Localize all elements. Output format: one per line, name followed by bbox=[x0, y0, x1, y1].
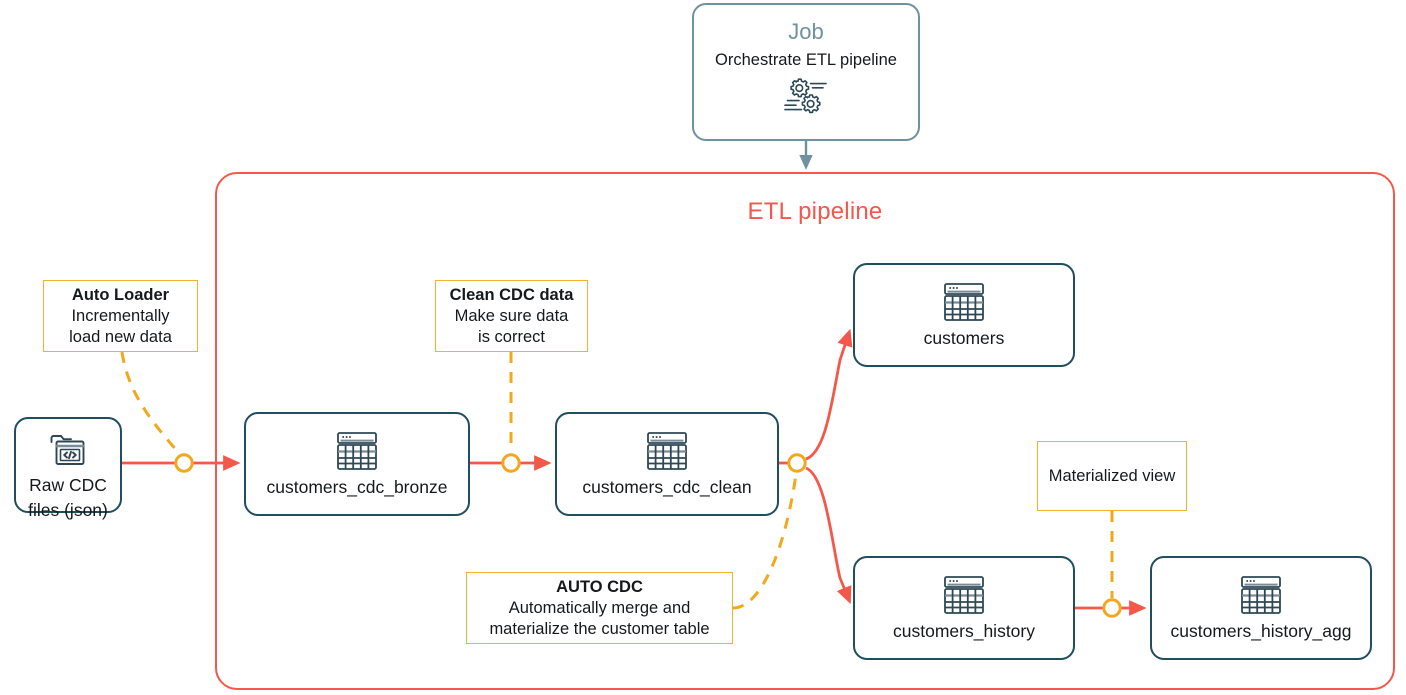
note-auto-loader-line2: load new data bbox=[69, 327, 172, 346]
folder-code-icon bbox=[47, 433, 89, 469]
note-clean-cdc-line1: Make sure data bbox=[454, 306, 569, 325]
note-auto-cdc: AUTO CDC Automatically merge and materia… bbox=[466, 572, 733, 644]
node-raw-cdc-files-label-2: files (json) bbox=[28, 500, 108, 520]
note-auto-loader-heading: Auto Loader bbox=[71, 285, 170, 304]
gears-icon bbox=[783, 76, 829, 114]
table-icon bbox=[942, 574, 986, 616]
note-clean-cdc-heading: Clean CDC data bbox=[449, 285, 574, 304]
note-auto-loader: Auto Loader Incrementally load new data bbox=[43, 280, 198, 352]
node-customers-cdc-bronze[interactable]: customers_cdc_bronze bbox=[244, 412, 470, 516]
node-customers-history-label: customers_history bbox=[893, 621, 1035, 641]
node-customers-history-agg-label: customers_history_agg bbox=[1170, 621, 1352, 641]
node-customers-cdc-bronze-label: customers_cdc_bronze bbox=[266, 477, 448, 497]
note-materialized-view: Materialized view bbox=[1037, 441, 1187, 511]
node-customers-history-agg[interactable]: customers_history_agg bbox=[1150, 556, 1372, 660]
note-auto-cdc-heading: AUTO CDC bbox=[556, 577, 643, 596]
note-clean-cdc-line2: is correct bbox=[478, 327, 545, 346]
node-customers-cdc-clean-label: customers_cdc_clean bbox=[582, 477, 752, 497]
table-icon bbox=[645, 430, 689, 472]
node-raw-cdc-files-label-1: Raw CDC bbox=[29, 475, 107, 495]
node-raw-cdc-files[interactable]: Raw CDC files (json) bbox=[14, 417, 122, 520]
note-auto-cdc-line1: Automatically merge and bbox=[508, 598, 691, 617]
job-subtitle: Orchestrate ETL pipeline bbox=[715, 51, 897, 69]
note-clean-cdc-data: Clean CDC data Make sure data is correct bbox=[435, 280, 588, 352]
node-customers-label: customers bbox=[923, 328, 1005, 348]
note-auto-loader-line1: Incrementally bbox=[71, 306, 170, 325]
table-icon bbox=[335, 430, 379, 472]
node-customers[interactable]: customers bbox=[853, 263, 1075, 367]
leader-autoloader bbox=[120, 351, 180, 453]
etl-pipeline-title: ETL pipeline bbox=[747, 198, 883, 225]
table-icon bbox=[942, 281, 986, 323]
job-node[interactable]: Job Orchestrate ETL pipeline bbox=[692, 3, 920, 141]
job-title: Job bbox=[788, 19, 824, 44]
etl-pipeline-container bbox=[215, 172, 1395, 690]
table-icon bbox=[1239, 574, 1283, 616]
junction-raw-bronze bbox=[174, 453, 194, 473]
note-auto-cdc-line2: materialize the customer table bbox=[489, 619, 710, 638]
node-customers-cdc-clean[interactable]: customers_cdc_clean bbox=[555, 412, 779, 516]
note-materialized-view-label: Materialized view bbox=[1048, 466, 1176, 485]
node-customers-history[interactable]: customers_history bbox=[853, 556, 1075, 660]
